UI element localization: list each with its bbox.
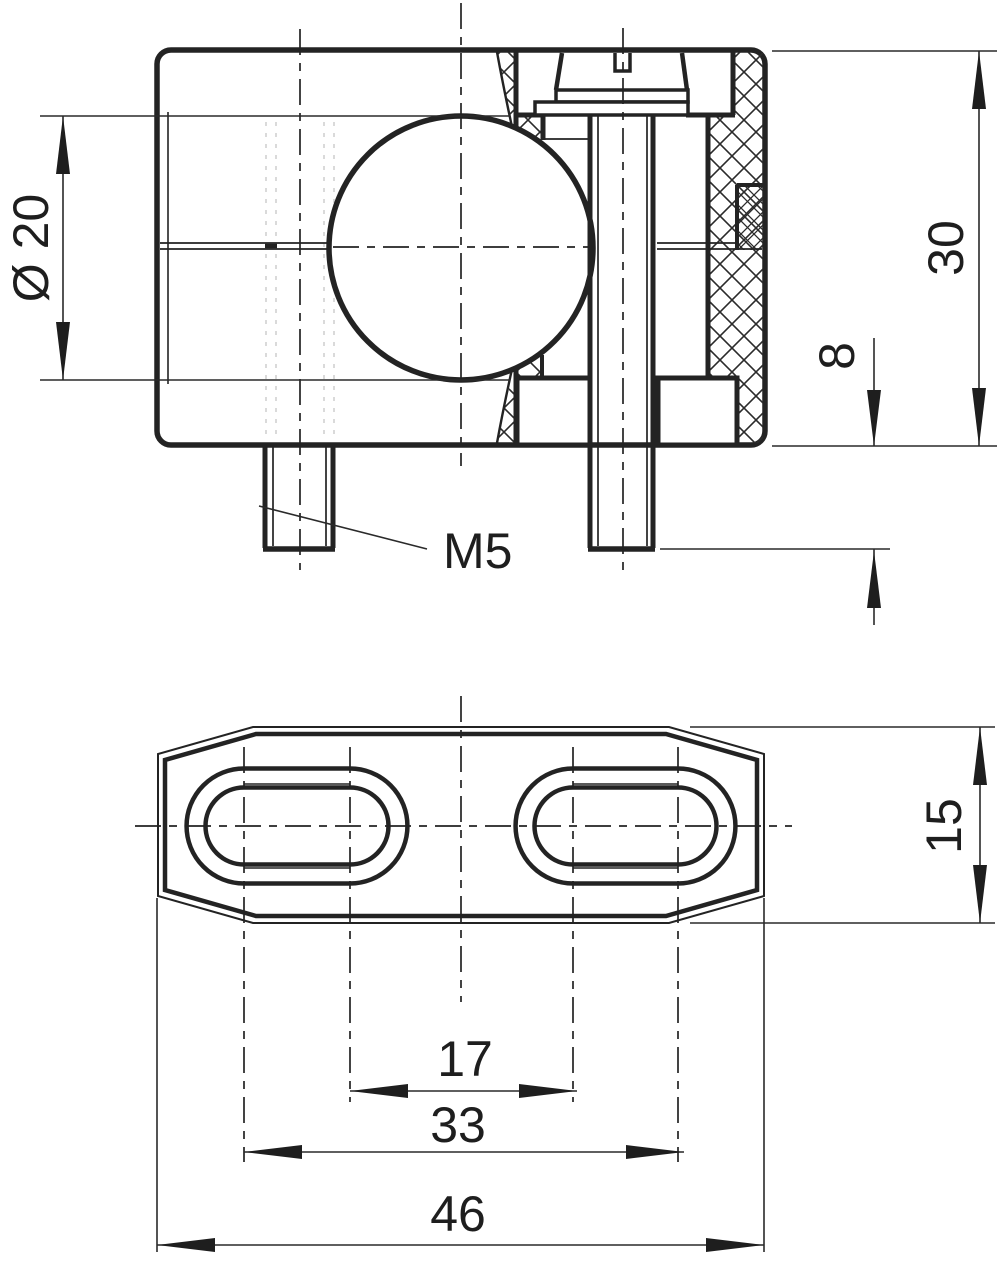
plate-inner-contour	[162, 731, 760, 919]
m5-stud	[262, 445, 336, 552]
arrowhead-up-icon	[972, 51, 986, 109]
arrowhead-up-icon	[973, 727, 987, 785]
arrowhead-right-icon	[519, 1084, 577, 1098]
clamp-slit-left	[160, 242, 330, 250]
dimension-slot-pitch: 17	[350, 1031, 577, 1098]
hatch-left-lower	[497, 357, 542, 443]
screwdriver-slot	[613, 53, 632, 73]
washer-upper	[554, 88, 690, 104]
arrowhead-down-icon	[56, 322, 70, 380]
dimension-plate-depth: 15	[690, 726, 995, 924]
dimension-overall-width: 46	[156, 898, 765, 1252]
dim-label-protrusion: 8	[809, 342, 865, 370]
front-centerlines	[299, 3, 624, 573]
arrowhead-down-icon	[973, 865, 987, 923]
seat-curve-upper	[495, 51, 514, 128]
seat-curve-lower	[495, 368, 514, 444]
hatch-step-dense	[737, 185, 763, 250]
arrowhead-left-icon	[350, 1084, 408, 1098]
bottom-block-right	[655, 375, 740, 448]
bottom-centerlines	[135, 696, 792, 1162]
arrowhead-right-icon	[706, 1238, 764, 1252]
front-section-view	[154, 3, 768, 573]
washer-lower	[533, 100, 690, 117]
arrowhead-down-icon	[867, 390, 881, 446]
screw-head	[533, 52, 690, 117]
arrowhead-left-icon	[244, 1145, 302, 1159]
arrowhead-left-icon	[157, 1238, 215, 1252]
dim-label-thread: M5	[443, 523, 512, 579]
dim-label-overall-width: 46	[430, 1186, 486, 1242]
dim-label-slot-span: 33	[430, 1097, 486, 1153]
arrowhead-up-icon	[867, 551, 881, 608]
arrowhead-down-icon	[972, 388, 986, 446]
arrowhead-right-icon	[626, 1145, 684, 1159]
dimension-slot-span: 33	[244, 1097, 684, 1159]
dimension-stud-protrusion: 8	[660, 338, 890, 625]
dimensions: Ø 20 30 8 M5	[3, 50, 997, 1252]
arrowhead-up-icon	[56, 116, 70, 174]
thread-callout: M5	[258, 505, 512, 579]
dim-label-height: 30	[918, 220, 974, 276]
dimension-bore-diameter: Ø 20	[3, 115, 510, 381]
bottom-view	[135, 696, 792, 1162]
hatch-left-upper	[497, 52, 543, 140]
dim-label-depth: 15	[916, 798, 972, 854]
screw-shank	[587, 115, 656, 552]
plate-outer-contour	[157, 726, 765, 924]
bottom-block-left	[514, 375, 593, 448]
dimension-body-height: 30	[772, 50, 997, 447]
dim-label-bore: Ø 20	[3, 194, 59, 302]
dim-label-slot-pitch: 17	[437, 1031, 493, 1087]
leader-line	[258, 505, 428, 550]
